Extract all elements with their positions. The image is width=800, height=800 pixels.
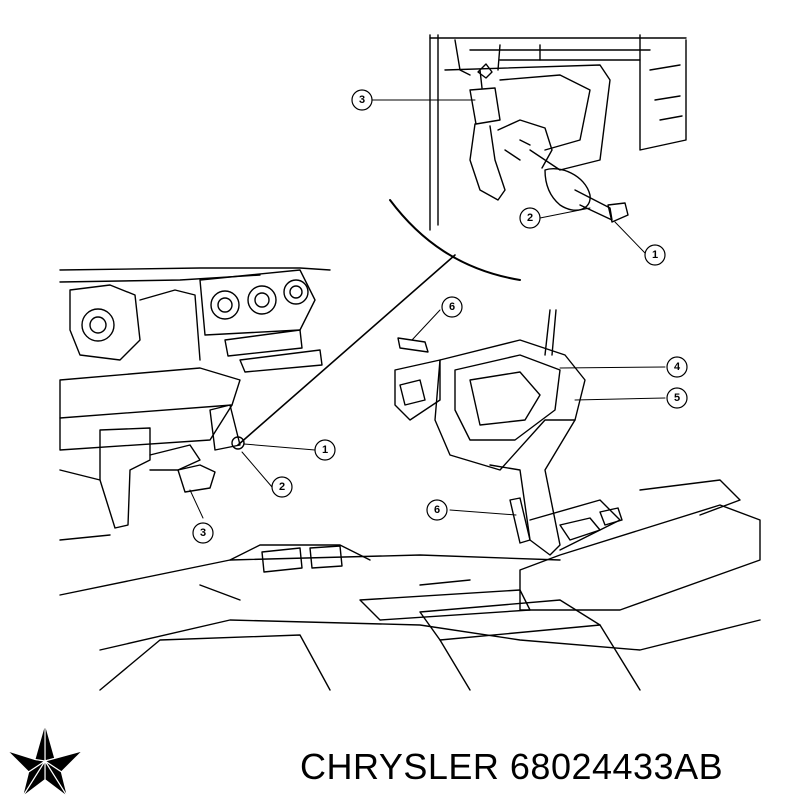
callout-6-bottom: 6: [434, 504, 440, 516]
shifter-assembly: [394, 309, 623, 556]
dashboard-left: [59, 267, 331, 541]
inset-detail: [389, 34, 687, 281]
callout-4: 4: [674, 361, 681, 373]
callout-2-inset: 2: [527, 212, 533, 224]
callout-circles: [192, 89, 688, 544]
part-number-caption: CHRYSLER 68024433AB: [300, 746, 724, 787]
callout-3-inset: 3: [359, 94, 365, 106]
callout-6-top: 6: [449, 301, 455, 313]
floor-console: [59, 479, 761, 691]
callout-2-main: 2: [279, 481, 285, 493]
leader-lines: [189, 99, 666, 519]
callout-3-main: 3: [200, 527, 206, 539]
callout-1-main: 1: [322, 444, 328, 456]
footer: CHRYSLER 68024433AB: [0, 700, 800, 800]
callout-5: 5: [674, 392, 680, 404]
pentastar-logo-icon: [6, 723, 84, 798]
callout-1-inset: 1: [652, 249, 658, 261]
